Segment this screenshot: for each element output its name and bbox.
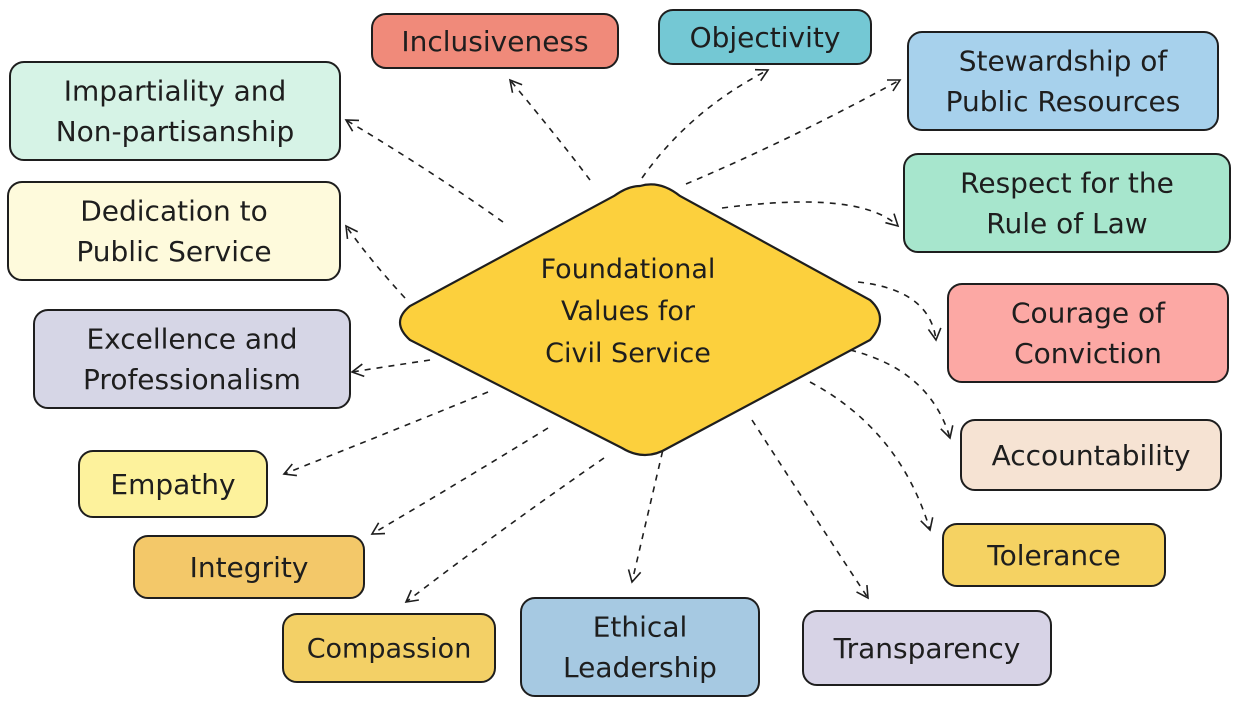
node-inclusiveness: Inclusiveness	[371, 13, 619, 69]
node-box-rule-of-law	[903, 153, 1231, 253]
edge-to-rule-of-law	[721, 201, 899, 227]
node-label-integrity-line-1: Integrity	[190, 551, 309, 584]
node-label-tolerance-line-1: Tolerance	[986, 539, 1121, 572]
arrowhead-to-dedication	[345, 224, 359, 240]
node-label-dedication-line-2: Public Service	[76, 235, 271, 268]
center-label-line-1: Foundational	[541, 254, 716, 285]
node-compassion: Compassion	[282, 613, 496, 683]
node-label-courage-line-1: Courage of	[1011, 297, 1166, 330]
node-label-objectivity-line-1: Objectivity	[690, 21, 841, 54]
node-label-transparency-line-1: Transparency	[833, 632, 1021, 665]
node-transparency: Transparency	[802, 610, 1052, 686]
node-label-inclusiveness-line-1: Inclusiveness	[401, 25, 588, 58]
edge-to-integrity	[371, 427, 549, 535]
arrowhead-to-courage	[927, 327, 942, 342]
edges-layer	[282, 68, 954, 604]
edge-to-transparency	[751, 419, 869, 599]
edge-to-empathy	[283, 391, 489, 475]
node-empathy: Empathy	[78, 450, 268, 518]
edge-to-stewardship	[685, 79, 901, 185]
node-courage: Courage of Conviction	[947, 283, 1229, 383]
node-label-ethical-leadership-line-2: Leadership	[563, 651, 717, 684]
node-box-inclusiveness	[371, 13, 619, 69]
node-tolerance: Tolerance	[942, 523, 1166, 587]
node-box-transparency	[802, 610, 1052, 686]
arrowhead-to-inclusiveness	[508, 78, 523, 93]
node-label-dedication-line-1: Dedication to	[80, 195, 268, 228]
node-label-impartiality-line-2: Non-partisanship	[56, 115, 295, 148]
node-box-dedication	[7, 181, 341, 281]
arrowhead-to-excellence	[350, 363, 365, 378]
node-label-courage-line-2: Conviction	[1014, 337, 1162, 370]
node-label-ethical-leadership-line-1: Ethical	[593, 611, 688, 644]
node-label-excellence-line-2: Professionalism	[83, 363, 301, 396]
edge-to-courage	[857, 281, 937, 341]
node-label-rule-of-law-line-2: Rule of Law	[986, 207, 1147, 240]
node-accountability: Accountability	[960, 419, 1222, 491]
arrowhead-to-transparency	[856, 584, 869, 600]
node-label-impartiality-line-1: Impartiality and	[64, 75, 287, 108]
node-label-accountability-line-1: Accountability	[992, 439, 1191, 472]
center-diamond	[398, 183, 882, 457]
arrowhead-to-stewardship	[886, 79, 902, 92]
node-box-courage	[947, 283, 1229, 383]
edge-to-impartiality	[345, 119, 504, 223]
node-label-stewardship-line-2: Public Resources	[946, 85, 1181, 118]
node-box-ethical-leadership	[520, 597, 760, 697]
node-label-compassion-line-1: Compassion	[307, 633, 472, 664]
edge-to-excellence	[351, 359, 431, 373]
node-label-excellence-line-1: Excellence and	[86, 323, 297, 356]
arrowhead-to-objectivity	[754, 68, 770, 82]
node-stewardship: Stewardship of Public Resources	[907, 31, 1219, 131]
center-label-line-2: Values for	[561, 296, 696, 327]
node-box-compassion	[282, 613, 496, 683]
center-node: Foundational Values for Civil Service	[398, 183, 882, 457]
node-box-impartiality	[9, 61, 341, 161]
node-box-tolerance	[942, 523, 1166, 587]
arrowhead-to-impartiality	[344, 119, 360, 132]
node-label-empathy-line-1: Empathy	[110, 468, 235, 501]
edge-to-accountability	[849, 349, 951, 439]
arrowhead-to-tolerance	[920, 517, 934, 532]
node-box-empathy	[78, 450, 268, 518]
edge-to-inclusiveness	[509, 79, 591, 181]
arrowhead-to-accountability	[940, 425, 954, 440]
edge-to-tolerance	[809, 381, 931, 531]
edge-to-objectivity	[641, 69, 769, 179]
node-box-stewardship	[907, 31, 1219, 131]
node-objectivity: Objectivity	[658, 9, 872, 65]
node-integrity: Integrity	[133, 535, 365, 599]
arrowhead-to-ethical-leadership	[627, 569, 642, 584]
edge-to-compassion	[405, 457, 605, 603]
node-box-objectivity	[658, 9, 872, 65]
node-label-rule-of-law-line-1: Respect for the	[960, 167, 1174, 200]
node-box-excellence	[33, 309, 351, 409]
arrowhead-to-empathy	[282, 463, 297, 477]
center-label-line-3: Civil Service	[545, 338, 711, 369]
node-label-stewardship-line-1: Stewardship of	[959, 45, 1169, 78]
arrowhead-to-integrity	[370, 522, 386, 535]
arrowhead-to-rule-of-law	[885, 213, 900, 228]
node-box-integrity	[133, 535, 365, 599]
node-dedication: Dedication to Public Service	[7, 181, 341, 281]
arrowhead-to-compassion	[404, 589, 419, 604]
edge-to-dedication	[345, 225, 406, 299]
node-box-accountability	[960, 419, 1222, 491]
